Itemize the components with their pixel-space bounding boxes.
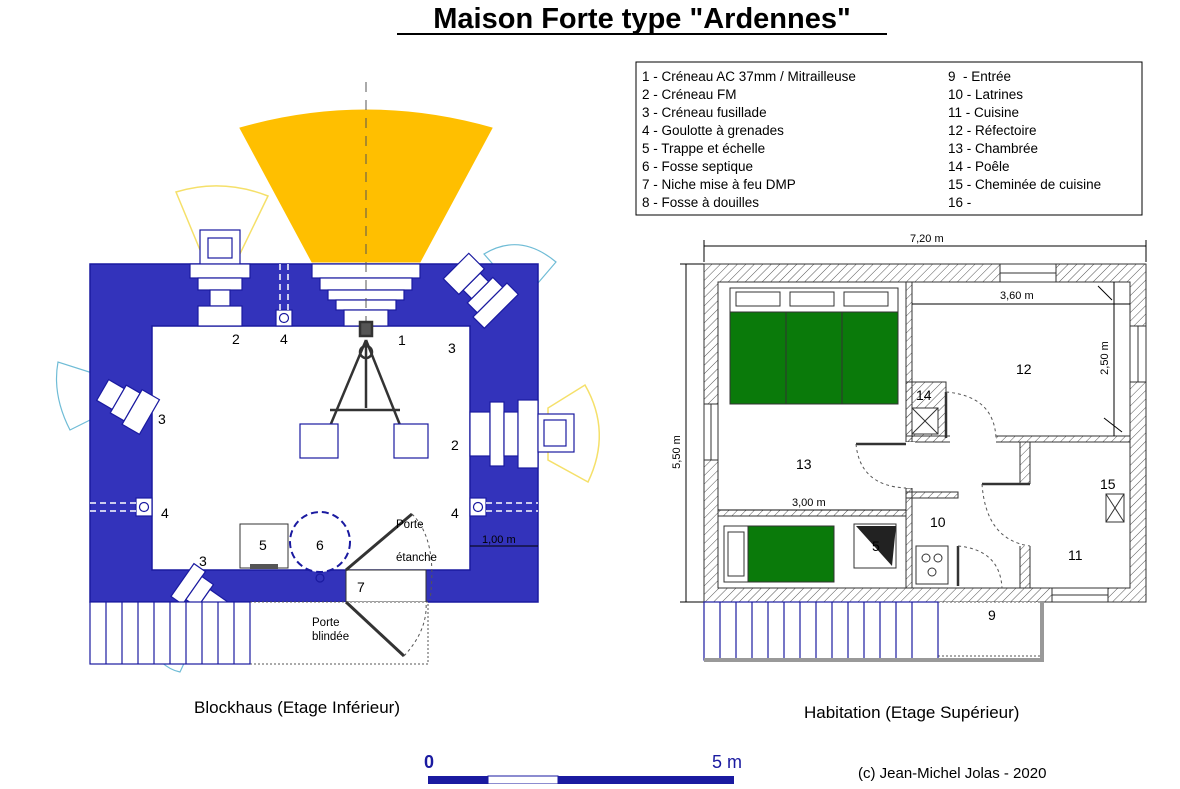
- label-septic-pit: 6: [316, 537, 324, 553]
- door-swing: [957, 545, 1003, 589]
- legend-item: 6 - Fosse septique: [642, 159, 753, 174]
- scale-bar: 0 5 m: [424, 752, 742, 785]
- label-trapdoor: 5: [872, 538, 880, 554]
- legend-right-column: 9 - Entrée 10 - Latrines 11 - Cuisine 12…: [948, 69, 1101, 210]
- label-trapdoor: 5: [259, 537, 267, 553]
- label-embrasure-rifle: 3: [448, 340, 456, 356]
- legend-item: 3 - Créneau fusillade: [642, 105, 767, 120]
- habitation-walls: [703, 263, 1147, 603]
- entry-landing: [937, 601, 1043, 657]
- label-watertight-door: Porte: [396, 519, 424, 531]
- scale-segment: [658, 776, 734, 784]
- cooker: [915, 545, 949, 585]
- fire-sector-outline: [547, 383, 601, 484]
- dim-room12-width: 3,60 m: [1000, 290, 1034, 302]
- page-title: Maison Forte type "Ardennes": [433, 3, 850, 35]
- gun-foot-left: [299, 423, 339, 459]
- legend-item: 12 - Réfectoire: [948, 123, 1037, 138]
- label-latrines: 10: [930, 514, 946, 530]
- legend-box: [635, 61, 1143, 216]
- scale-segment: [558, 776, 658, 784]
- watertight-door: [345, 512, 413, 572]
- legend-item: 14 - Poêle: [948, 159, 1010, 174]
- legend-item: 2 - Créneau FM: [642, 87, 737, 102]
- embrasure-2-top: [189, 229, 251, 327]
- legend-item: 11 - Cuisine: [948, 105, 1019, 120]
- label-kitchen: 11: [1068, 547, 1083, 563]
- scale-segment: [487, 775, 559, 785]
- dim-room12-height: 2,50 m: [1099, 341, 1111, 375]
- dimension-diagonal: [1097, 285, 1113, 301]
- shaft-lines: [90, 264, 538, 512]
- scale-zero-label: 0: [424, 752, 434, 772]
- legend-item: 16 -: [948, 195, 971, 210]
- embrasure-3-left: [95, 378, 161, 436]
- label-stove: 14: [916, 387, 932, 403]
- legend-left-column: 1 - Créneau AC 37mm / Mitrailleuse 2 - C…: [642, 69, 856, 210]
- label-dormitory: 13: [796, 456, 812, 472]
- septic-pit: [289, 511, 351, 573]
- label-grenade-chute: 4: [161, 505, 169, 521]
- habitation-caption: Habitation (Etage Supérieur): [804, 703, 1019, 722]
- embrasure-3-top-right: [442, 252, 520, 330]
- legend-item: 13 - Chambrée: [948, 141, 1038, 156]
- dim-room13-width: 3,00 m: [792, 497, 826, 509]
- label-refectory: 12: [1016, 361, 1032, 377]
- door-swing: [411, 513, 433, 601]
- legend-item: 10 - Latrines: [948, 87, 1023, 102]
- armored-door: [344, 600, 406, 658]
- scale-segment: [428, 776, 488, 784]
- foundation-strips: [703, 601, 939, 661]
- ladder-base: [250, 564, 278, 569]
- legend-item: 15 - Cheminée de cuisine: [948, 177, 1101, 192]
- legend-item: 9 - Entrée: [948, 69, 1011, 84]
- label-entrance: 9: [988, 607, 996, 623]
- label-watertight-door: étanche: [396, 552, 437, 564]
- label-embrasure-rifle: 3: [199, 553, 207, 569]
- blockhaus-plan: 1,00 m 1 2 2 3 3 3 4 4 4 5 6 7 Porte éta…: [55, 82, 601, 717]
- dim-total-height: 5,50 m: [671, 435, 683, 469]
- fire-sector-outline: [483, 244, 557, 291]
- label-embrasure-rifle: 3: [158, 411, 166, 427]
- dimension-diagonal: [1103, 417, 1123, 433]
- entry-corridor: [249, 601, 429, 665]
- door-swing: [945, 391, 997, 439]
- bunk-beds: [729, 287, 899, 405]
- wall-thickness-dim: 1,00 m: [482, 534, 516, 546]
- gun-foot-right: [393, 423, 429, 459]
- legend-item: 1 - Créneau AC 37mm / Mitrailleuse: [642, 69, 856, 84]
- label-grenade-chute: 4: [280, 331, 288, 347]
- fire-sector-outline: [174, 185, 270, 263]
- legend-item: 5 - Trappe et échelle: [642, 141, 765, 156]
- label-chimney: 15: [1100, 476, 1116, 492]
- legend-item: 7 - Niche mise à feu DMP: [642, 177, 796, 192]
- label-niche: 7: [357, 579, 365, 595]
- scale-five-label: 5 m: [712, 752, 742, 772]
- copyright: (c) Jean-Michel Jolas - 2020: [858, 765, 1046, 782]
- label-armored-door: Porte: [312, 617, 340, 629]
- foundation-strips: [89, 601, 251, 665]
- dim-total-width: 7,20 m: [910, 233, 944, 245]
- septic-vent: [315, 573, 325, 583]
- door-swing: [403, 601, 427, 657]
- main-fire-sector: [239, 109, 493, 263]
- legend-item: 4 - Goulotte à grenades: [642, 123, 784, 138]
- grenade-chute: [135, 309, 487, 517]
- latrine-wall: [905, 491, 959, 499]
- door-swing: [855, 443, 907, 489]
- trapdoor-hinge: [856, 526, 896, 566]
- bed-lower: [723, 525, 835, 583]
- stair-rail: [704, 602, 1044, 662]
- embrasure-2-right: [469, 399, 575, 469]
- label-embrasure-fm: 2: [232, 331, 240, 347]
- habitation-plan: 7,20 m 5,50 m: [671, 233, 1147, 722]
- blockhaus-caption: Blockhaus (Etage Inférieur): [194, 698, 400, 717]
- label-embrasure-ac: 1: [398, 332, 406, 348]
- label-grenade-chute: 4: [451, 505, 459, 521]
- legend-item: 8 - Fosse à douilles: [642, 195, 759, 210]
- label-armored-door: blindée: [312, 631, 349, 643]
- label-embrasure-fm: 2: [451, 437, 459, 453]
